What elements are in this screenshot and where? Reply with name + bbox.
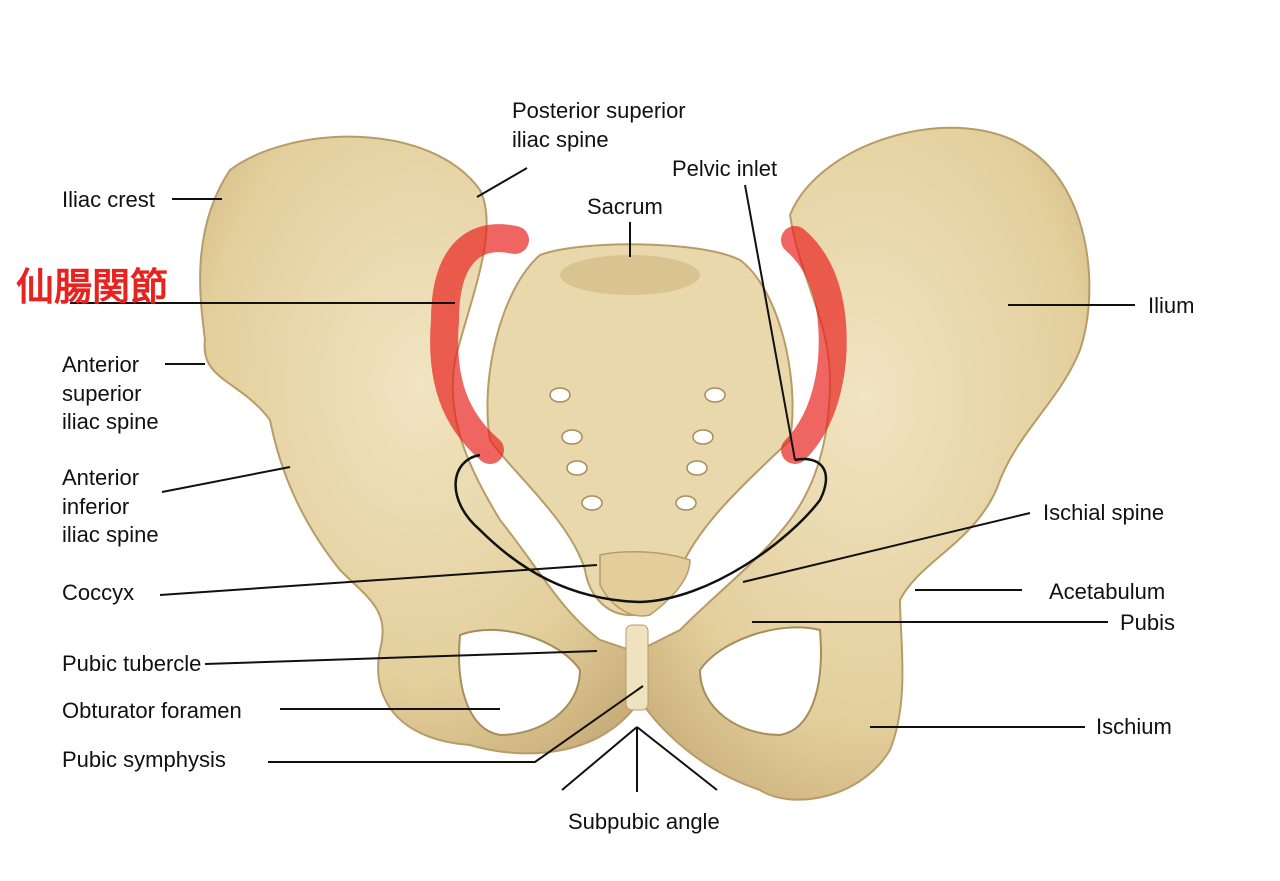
right-sacroiliac-highlight [781, 226, 847, 464]
label-posterior-superior-iliac-spine: Posterior superior iliac spine [512, 97, 686, 154]
label-subpubic-angle: Subpubic angle [568, 809, 720, 834]
label-line: superior [62, 380, 142, 406]
pubic-symphysis-cartilage [625, 624, 649, 711]
label-ischial-spine: Ischial spine [1043, 500, 1165, 525]
left-sacroiliac-highlight [430, 224, 529, 464]
label-anterior-superior-iliac-spine: Anterior superior iliac spine [62, 351, 159, 437]
label-sacrum: Sacrum [587, 194, 663, 219]
label-iliac-crest: Iliac crest [62, 187, 155, 212]
leader-lines [70, 167, 1135, 792]
label-pelvic-inlet: Pelvic inlet [672, 156, 778, 181]
label-ischium: Ischium [1096, 714, 1172, 739]
label-ilium: Ilium [1148, 293, 1195, 318]
label-pubis: Pubis [1120, 610, 1176, 635]
label-obturator-foramen: Obturator foramen [62, 698, 242, 723]
right-obturator-foramen [698, 626, 822, 737]
sacral-promontory [560, 255, 700, 295]
label-line: iliac spine [62, 409, 159, 434]
label-pubic-tubercle: Pubic tubercle [62, 651, 202, 676]
label-line: Anterior [62, 352, 140, 377]
label-pubic-symphysis: Pubic symphysis [62, 747, 226, 772]
label-line: iliac spine [512, 126, 609, 152]
label-coccyx: Coccyx [62, 580, 135, 605]
label-line: Anterior [62, 465, 140, 490]
label-line: Posterior superior [512, 98, 686, 123]
label-anterior-inferior-iliac-spine: Anterior inferior iliac spine [62, 464, 159, 550]
label-line: iliac spine [62, 522, 159, 547]
label-line: inferior [62, 493, 130, 519]
label-sacroiliac-joint: 仙腸関節 [16, 265, 169, 309]
label-acetabulum: Acetabulum [1049, 579, 1166, 604]
pelvic-inlet-outline [454, 453, 828, 604]
sacral-foramina [549, 387, 726, 511]
